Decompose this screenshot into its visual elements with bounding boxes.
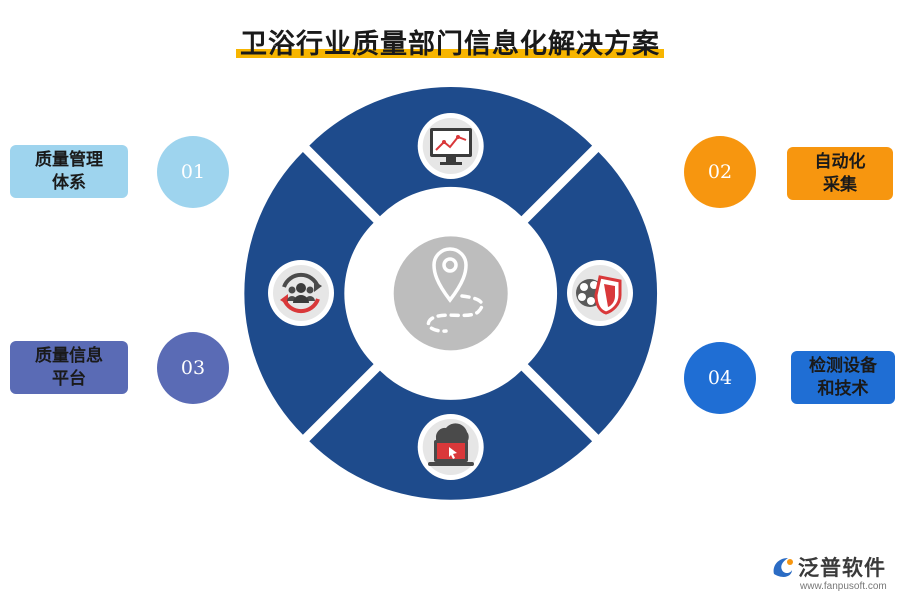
label-line: 检测设备 xyxy=(809,355,877,376)
logo-url-text: www.fanpusoft.com xyxy=(800,581,887,592)
step-number-04: 04 xyxy=(684,342,756,414)
label-line: 平台 xyxy=(52,368,86,389)
logo-mark-icon xyxy=(773,558,793,577)
step-number-01: 01 xyxy=(157,136,229,208)
label-line: 质量信息 xyxy=(35,345,103,366)
label-testing-equipment: 检测设备 和技术 xyxy=(791,351,895,404)
label-quality-management-system: 质量管理 体系 xyxy=(10,145,128,198)
step-number-03: 03 xyxy=(157,332,229,404)
label-line: 自动化 xyxy=(814,151,866,172)
center-circle xyxy=(393,236,508,351)
label-line: 采集 xyxy=(823,174,857,195)
line-chart-monitor-icon xyxy=(417,113,484,179)
location-route-icon xyxy=(426,247,484,333)
step-number-02: 02 xyxy=(684,136,756,208)
label-quality-info-platform: 质量信息 平台 xyxy=(10,341,128,394)
brand-logo: 泛普软件 www.fanpusoft.com xyxy=(770,548,892,596)
logo-brand-text: 泛普软件 xyxy=(798,556,886,580)
cloud-laptop-icon xyxy=(417,414,484,480)
security-shield-icon xyxy=(567,260,633,326)
team-refresh-icon xyxy=(268,260,334,326)
page-title: 卫浴行业质量部门信息化解决方案 xyxy=(0,22,900,61)
label-line: 体系 xyxy=(52,172,86,193)
label-automatic-collection: 自动化 采集 xyxy=(787,147,893,200)
label-line: 质量管理 xyxy=(35,149,103,170)
title-text: 卫浴行业质量部门信息化解决方案 xyxy=(236,22,664,61)
label-line: 和技术 xyxy=(817,378,869,399)
